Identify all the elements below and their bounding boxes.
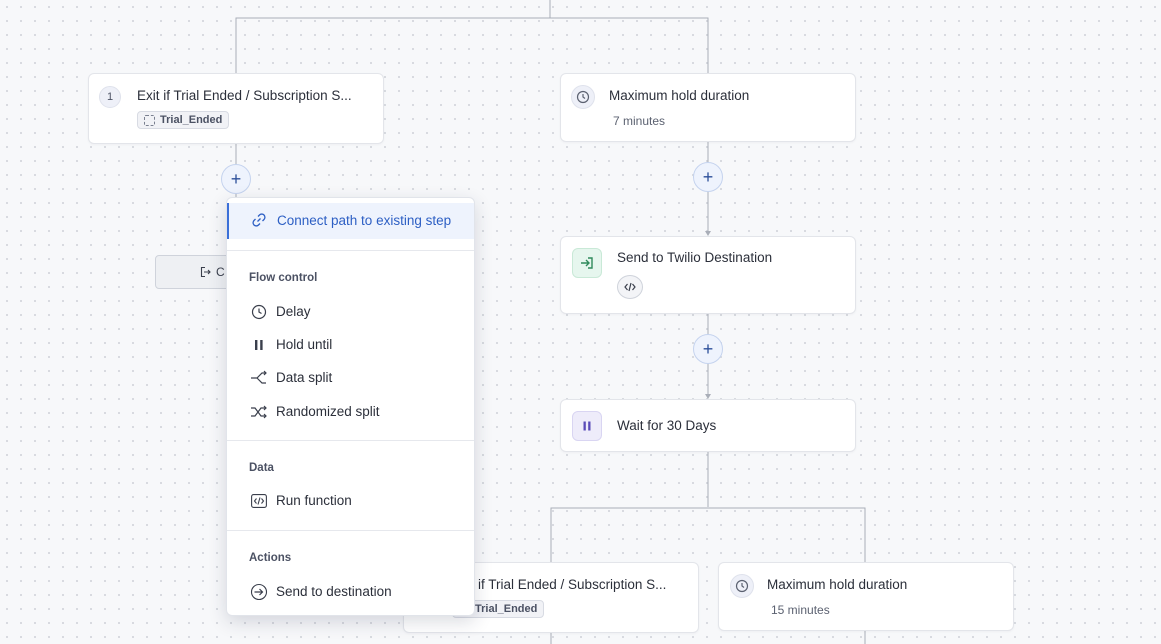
menu-item-label: Send to destination <box>276 584 392 599</box>
menu-item-run-function[interactable]: Run function <box>227 488 474 514</box>
exit-step-title: Exit if Trial Ended / Subscription S... <box>137 88 352 103</box>
menu-item-send-to-destination[interactable]: Send to destination <box>227 579 474 605</box>
menu-item-hold-until[interactable]: Hold until <box>227 332 474 358</box>
menu-section-flow-control: Flow control <box>249 272 318 284</box>
menu-section-actions: Actions <box>249 552 292 564</box>
split-icon <box>250 369 268 387</box>
add-step-button[interactable]: + <box>221 164 251 194</box>
exit-step-title: if Trial Ended / Subscription S... <box>478 577 667 592</box>
send-destination-icon <box>250 583 268 601</box>
exit-step-node[interactable]: 1 Exit if Trial Ended / Subscription S..… <box>88 73 384 144</box>
hold-duration-value: 15 minutes <box>771 603 830 617</box>
send-destination-node[interactable]: Send to Twilio Destination <box>560 236 856 314</box>
clock-icon <box>571 85 595 109</box>
clock-icon <box>250 303 268 321</box>
menu-item-label: Randomized split <box>276 404 380 419</box>
add-step-button[interactable]: + <box>693 162 723 192</box>
hold-duration-title: Maximum hold duration <box>609 88 750 103</box>
hold-duration-node[interactable]: Maximum hold duration 7 minutes <box>560 73 856 142</box>
menu-item-randomized-split[interactable]: Randomized split <box>227 399 474 425</box>
audience-badge-label: Trial_Ended <box>160 114 223 126</box>
pause-icon <box>250 336 268 354</box>
menu-item-label: Delay <box>276 304 311 319</box>
menu-item-delay[interactable]: Delay <box>227 299 474 325</box>
menu-divider <box>227 440 474 441</box>
menu-item-data-split[interactable]: Data split <box>227 365 474 391</box>
audience-badge: Trial_Ended <box>137 111 230 129</box>
step-number-badge: 1 <box>99 86 121 108</box>
menu-section-data: Data <box>249 462 274 474</box>
hold-duration-value: 7 minutes <box>613 114 666 128</box>
shuffle-icon <box>250 403 268 421</box>
hold-duration-title: Maximum hold duration <box>767 577 908 592</box>
send-destination-icon <box>572 248 602 278</box>
menu-divider <box>227 530 474 531</box>
send-destination-title: Send to Twilio Destination <box>617 250 773 265</box>
wait-step-node[interactable]: Wait for 30 Days <box>560 399 856 452</box>
exit-button-label: C <box>216 265 225 279</box>
menu-item-label: Data split <box>276 370 333 385</box>
code-icon <box>617 275 643 299</box>
wait-step-title: Wait for 30 Days <box>617 418 717 433</box>
menu-item-label: Hold until <box>276 337 333 352</box>
menu-item-label: Connect path to existing step <box>277 213 452 228</box>
pause-icon <box>572 411 602 441</box>
link-icon <box>251 212 267 233</box>
add-step-menu: Connect path to existing step Flow contr… <box>226 197 475 616</box>
code-icon <box>250 492 268 510</box>
menu-item-connect-path[interactable]: Connect path to existing step <box>227 203 474 239</box>
exit-icon <box>200 266 211 278</box>
hold-duration-node[interactable]: Maximum hold duration 15 minutes <box>718 562 1014 631</box>
menu-item-label: Run function <box>276 493 352 508</box>
menu-divider <box>227 250 474 251</box>
audience-icon <box>144 114 155 126</box>
clock-icon <box>730 574 754 598</box>
audience-badge-label: Trial_Ended <box>475 603 538 615</box>
add-step-button[interactable]: + <box>693 334 723 364</box>
